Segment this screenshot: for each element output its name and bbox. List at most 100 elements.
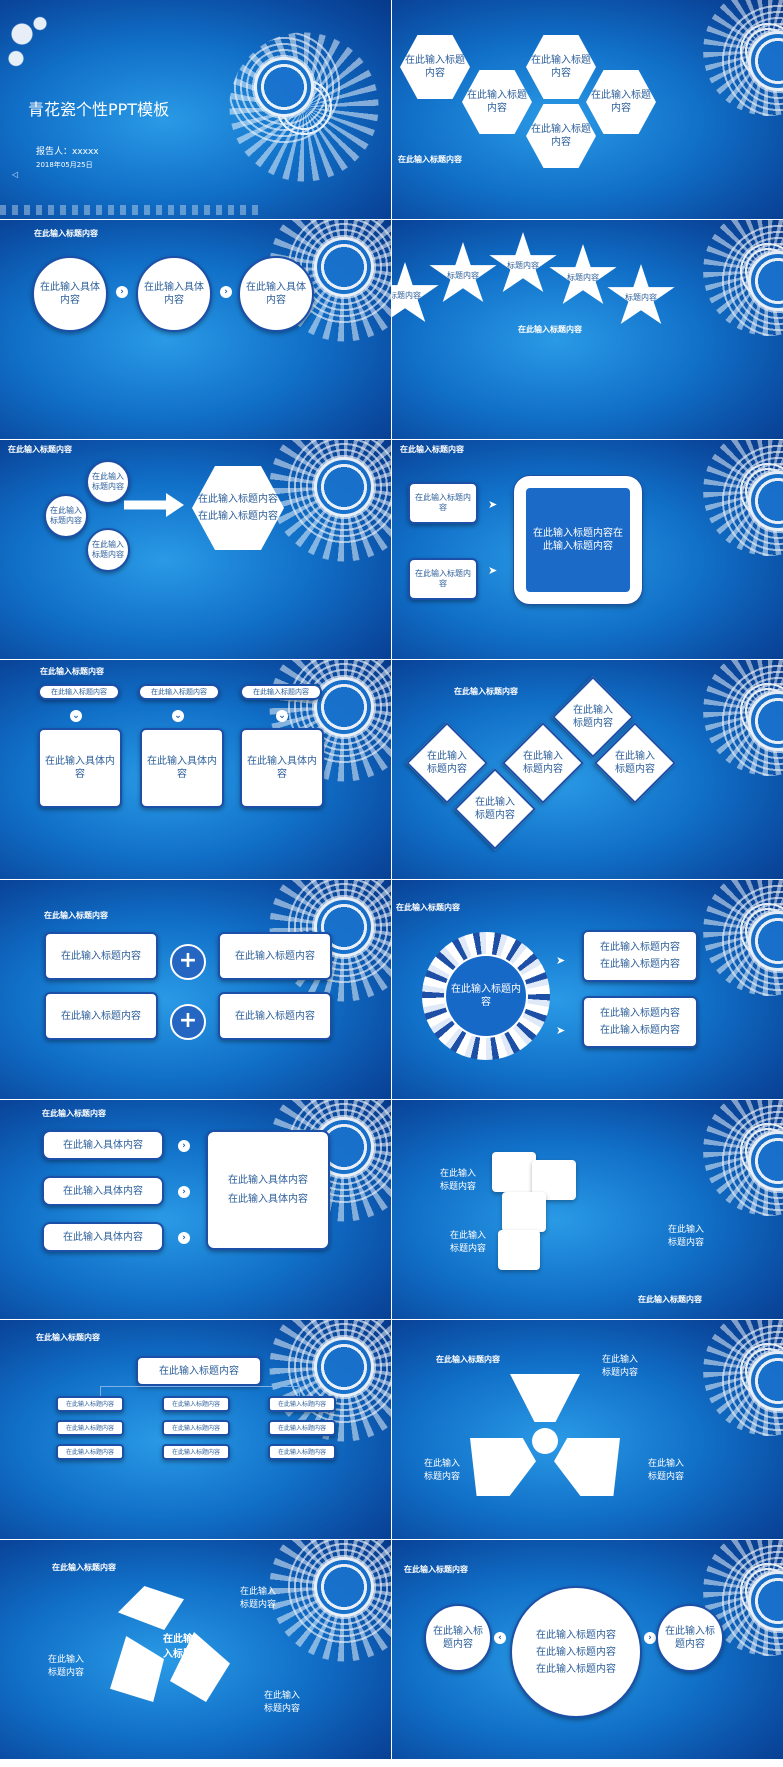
sector-label: 在此输入标题内容 <box>424 1459 461 1482</box>
text-card[interactable]: 在此输入标题内容 在此输入标题内容 <box>582 996 698 1048</box>
slide-tabs[interactable]: 在此输入标题内容 在此输入标题内容 在此输入标题内容 在此输入标题内容 ⌄ ⌄ … <box>0 660 391 879</box>
tab-pill[interactable]: 在此输入标题内容 <box>240 684 322 700</box>
tree-connector <box>100 1386 300 1396</box>
star-card[interactable]: 标题内容 <box>489 232 557 293</box>
content-box[interactable]: 在此输入具体内容 <box>240 728 324 808</box>
hex-line: 在此输入标题内容 <box>198 494 278 505</box>
side-circle[interactable]: 在此输入标题内容 <box>424 1604 492 1672</box>
circle-card[interactable]: 在此输入具体内容 <box>238 256 314 332</box>
recycle-label: 在此输入标题内容 <box>48 1655 85 1678</box>
chevron-right-icon: › <box>178 1186 190 1198</box>
center-circle[interactable]: 在此输入标题内容 在此输入标题内容 在此输入标题内容 <box>510 1586 642 1718</box>
slide-pills-board[interactable]: 在此输入标题内容 在此输入具体内容 › 在此输入具体内容 › 在此输入具体内容 … <box>0 1100 391 1319</box>
recycle-label: 在此输入标题内容 <box>240 1587 277 1610</box>
hex-line: 在此输入标题内容 <box>198 511 278 522</box>
chevron-right-icon: › <box>178 1140 190 1152</box>
tree-leaf[interactable]: 在此输入标题内容 <box>162 1444 230 1460</box>
slide-heading: 在此输入标题内容 <box>44 911 108 920</box>
text-card[interactable]: 在此输入标题内容 <box>44 992 158 1040</box>
text-card[interactable]: 在此输入标题内容 <box>44 932 158 980</box>
big-frame-card[interactable]: 在此输入标题内容在此输入标题内容 <box>514 476 642 604</box>
ring-center[interactable]: 在此输入标题内容 <box>444 954 528 1038</box>
board-line: 在此输入具体内容 <box>228 1194 308 1205</box>
slide-ring[interactable]: 在此输入标题内容 在此输入标题内容 ➤ ➤ 在此输入标题内容 在此输入标题内容 … <box>392 880 783 1099</box>
hex-card[interactable]: 在此输入标题内容 <box>462 70 532 134</box>
slide-heading: 在此输入标题内容 <box>454 687 518 696</box>
slide-puzzle[interactable]: 在此输入标题内容 在此输入标题内容 在此输入标题内容 在此输入标题内容 <box>392 1100 783 1319</box>
plus-icon: + <box>170 1004 206 1040</box>
tab-pill[interactable]: 在此输入标题内容 <box>138 684 220 700</box>
slide-tree[interactable]: 在此输入标题内容 在此输入标题内容 在此输入标题内容 在此输入标题内容 在此输入… <box>0 1320 391 1539</box>
tree-leaf[interactable]: 在此输入标题内容 <box>56 1444 124 1460</box>
porcelain-plate-decoration <box>269 1540 391 1662</box>
porcelain-plate-decoration <box>703 1320 783 1438</box>
pill-card[interactable]: 在此输入具体内容 <box>42 1130 164 1160</box>
pill-card[interactable]: 在此输入具体内容 <box>42 1222 164 1252</box>
diamond-label: 在此输入标题内容 <box>523 751 563 775</box>
recycle-arrow-icon <box>110 1636 164 1702</box>
hex-card[interactable]: 在此输入标题内容 <box>526 104 596 168</box>
text-card[interactable]: 在此输入标题内容 <box>218 932 332 980</box>
small-frame-card[interactable]: 在此输入标题内容 <box>408 558 478 600</box>
tree-root[interactable]: 在此输入标题内容 <box>136 1356 262 1386</box>
text-card[interactable]: 在此输入标题内容 在此输入标题内容 <box>582 930 698 982</box>
big-board[interactable]: 在此输入具体内容 在此输入具体内容 <box>206 1130 330 1250</box>
tree-leaf[interactable]: 在此输入标题内容 <box>162 1420 230 1436</box>
slide-hexagons[interactable]: 在此输入标题内容 在此输入标题内容 在此输入标题内容 在此输入标题内容 在此输入… <box>392 0 783 219</box>
text-card[interactable]: 在此输入标题内容 <box>218 992 332 1040</box>
tree-leaf[interactable]: 在此输入标题内容 <box>268 1420 336 1436</box>
chevron-right-icon: › <box>178 1232 190 1244</box>
slide-three-circles[interactable]: 在此输入标题内容 在此输入标题内容 ‹ ‹ 在此输入标题内容 在此输入标题内容 … <box>392 1540 783 1759</box>
slide-diamonds[interactable]: 在此输入标题内容 在此输入标题内容 在此输入标题内容 在此输入标题内容 在此输入… <box>392 660 783 879</box>
circle-card[interactable]: 在此输入具体内容 <box>136 256 212 332</box>
card-line: 在此输入标题内容 <box>600 942 680 953</box>
circle-card[interactable]: 在此输入具体内容 <box>32 256 108 332</box>
star-card[interactable]: 标题内容 <box>392 262 439 323</box>
tree-leaf[interactable]: 在此输入标题内容 <box>268 1396 336 1412</box>
slide-heading: 在此输入标题内容 <box>40 667 104 676</box>
slide-recycle[interactable]: 在此输入标题内容 在此输入标题 在此输入标题内容 在此输入标题内容 在此输入标题… <box>0 1540 391 1759</box>
bubble-card[interactable]: 在此输入标题内容 <box>86 528 130 572</box>
chevron-down-icon: ⌄ <box>276 710 288 722</box>
center-line: 在此输入标题内容 <box>536 1663 616 1675</box>
tree-leaf[interactable]: 在此输入标题内容 <box>162 1396 230 1412</box>
center-line: 在此输入标题内容 <box>536 1646 616 1658</box>
tree-leaf[interactable]: 在此输入标题内容 <box>268 1444 336 1460</box>
tree-leaf[interactable]: 在此输入标题内容 <box>56 1396 124 1412</box>
slide-bubbles-hexagon[interactable]: 在此输入标题内容 在此输入标题内容 在此输入标题内容 在此输入标题内容 在此输入… <box>0 440 391 659</box>
side-circle[interactable]: 在此输入标题内容 <box>656 1604 724 1672</box>
hex-card[interactable]: 在此输入标题内容 <box>400 35 470 99</box>
plus-icon: + <box>170 944 206 980</box>
star-card[interactable]: 标题内容 <box>549 244 617 305</box>
slide-frames[interactable]: 在此输入标题内容 在此输入标题内容 在此输入标题内容 ➤ ➤ 在此输入标题内容在… <box>392 440 783 659</box>
slide-plus-cards[interactable]: 在此输入标题内容 在此输入标题内容 在此输入标题内容 在此输入标题内容 在此输入… <box>0 880 391 1099</box>
star-card[interactable]: 标题内容 <box>429 242 497 303</box>
star-card[interactable]: 标题内容 <box>607 264 675 325</box>
slide-radiation[interactable]: 在此输入标题内容 在此输入标题内容 在此输入标题内容 在此输入标题内容 <box>392 1320 783 1539</box>
bubble-card[interactable]: 在此输入标题内容 <box>44 494 88 538</box>
recycle-arrow-icon <box>118 1586 184 1630</box>
small-frame-card[interactable]: 在此输入标题内容 <box>408 482 478 524</box>
diamond-label: 在此输入标题内容 <box>427 751 467 775</box>
slide-stars[interactable]: 标题内容 标题内容 标题内容 标题内容 标题内容 在此输入标题内容 <box>392 220 783 439</box>
content-box[interactable]: 在此输入具体内容 <box>38 728 122 808</box>
porcelain-plate-decoration <box>703 660 783 778</box>
card-line: 在此输入标题内容 <box>600 1008 680 1019</box>
tab-pill[interactable]: 在此输入标题内容 <box>38 684 120 700</box>
cover-date: 2018年05月25日 <box>36 161 93 169</box>
tree-leaf[interactable]: 在此输入标题内容 <box>56 1420 124 1436</box>
hex-card[interactable]: 在此输入标题内容 <box>526 35 596 99</box>
slide-cover[interactable]: 青花瓷个性PPT模板 报告人：xxxxx 2018年05月25日 ◁ <box>0 0 391 219</box>
slide-circles[interactable]: 在此输入标题内容 在此输入具体内容 › 在此输入具体内容 › 在此输入具体内容 <box>0 220 391 439</box>
pointer-icon: ➤ <box>556 1024 566 1037</box>
recycle-center: 在此输入标题 <box>163 1634 193 1660</box>
bubble-card[interactable]: 在此输入标题内容 <box>86 460 130 504</box>
chevron-right-icon: › <box>116 286 128 298</box>
content-box[interactable]: 在此输入具体内容 <box>140 728 224 808</box>
porcelain-plate-decoration <box>703 880 783 998</box>
slide-heading: 在此输入标题内容 <box>34 229 98 238</box>
pill-card[interactable]: 在此输入具体内容 <box>42 1176 164 1206</box>
arrow-right-icon <box>124 493 184 517</box>
board-line: 在此输入具体内容 <box>228 1175 308 1186</box>
hex-card[interactable]: 在此输入标题内容 <box>586 70 656 134</box>
